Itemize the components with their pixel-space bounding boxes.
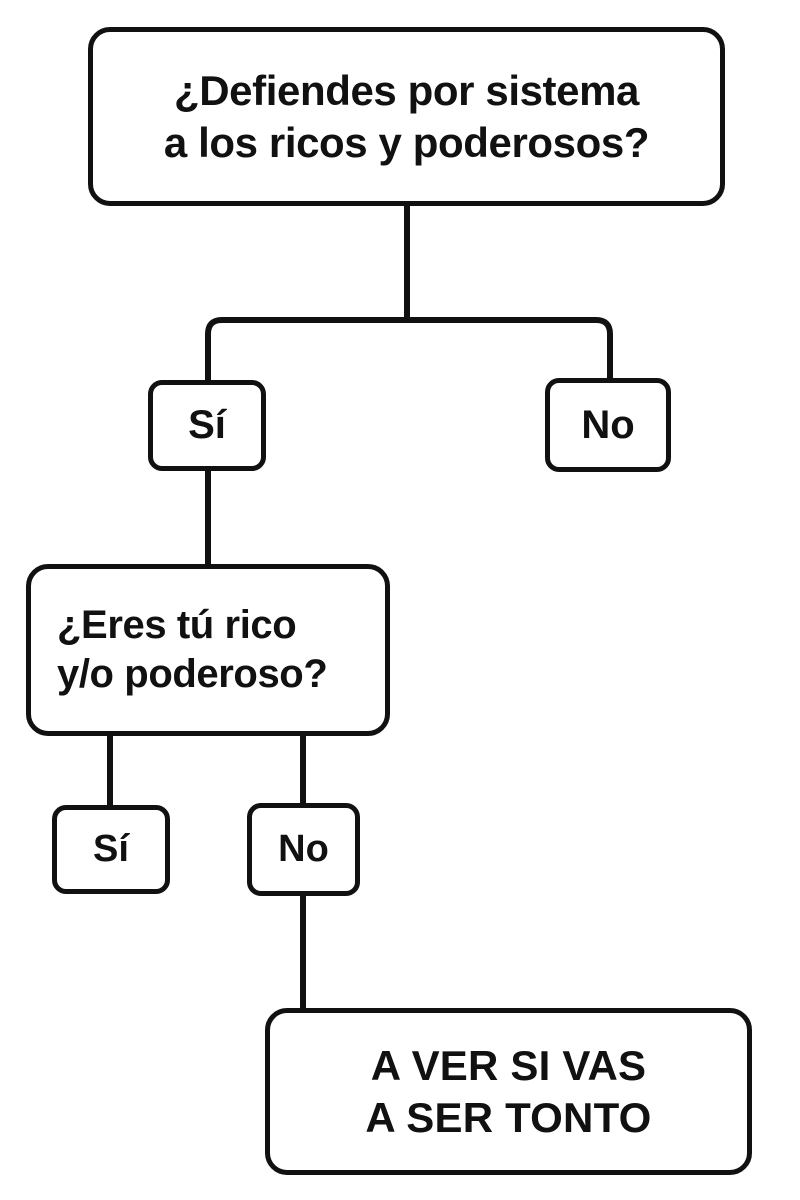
terminal-node-result: A VER SI VAS A SER TONTO	[265, 1008, 752, 1175]
answer-node-no-level1-text: No	[581, 402, 635, 447]
answer-node-yes-level2-text: Sí	[93, 828, 129, 871]
answer-node-yes-level1: Sí	[148, 380, 266, 471]
question-node-defiendes-text: ¿Defiendes por sistema a los ricos y pod…	[163, 67, 650, 166]
terminal-node-result-text: A VER SI VAS A SER TONTO	[365, 1042, 652, 1141]
answer-node-no-level2: No	[247, 803, 360, 896]
answer-node-no-level1: No	[545, 378, 671, 472]
edge-split-left	[205, 317, 407, 380]
edge-split-right	[407, 317, 613, 378]
question-node-eres-tu-rico: ¿Eres tú rico y/o poderoso?	[26, 564, 390, 736]
question-node-defiendes: ¿Defiendes por sistema a los ricos y pod…	[88, 27, 725, 206]
answer-node-no-level2-text: No	[278, 828, 329, 871]
question-node-eres-tu-rico-text: ¿Eres tú rico y/o poderoso?	[57, 603, 328, 696]
answer-node-yes-level2: Sí	[52, 805, 170, 894]
answer-node-yes-level1-text: Sí	[188, 403, 226, 448]
